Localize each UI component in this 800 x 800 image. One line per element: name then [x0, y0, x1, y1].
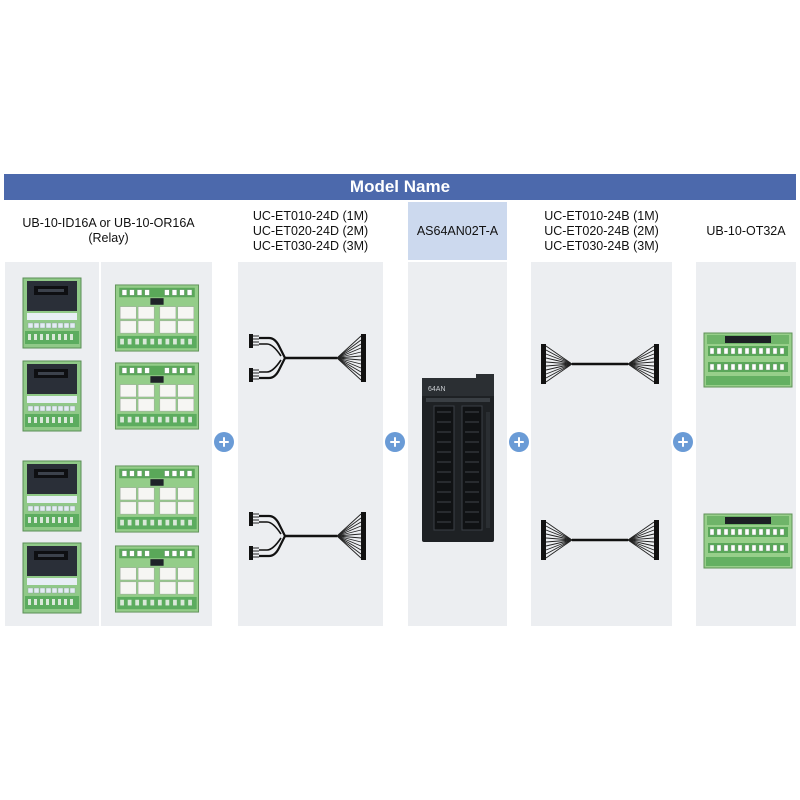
header-line: UC-ET030-24D (3M) — [252, 238, 369, 253]
output-board-icon — [703, 331, 793, 389]
plus-icon — [509, 432, 529, 452]
straight-cable-icon — [538, 518, 662, 562]
header-line: UB-10-OT32A — [706, 223, 786, 238]
panel-24d-cables — [238, 262, 383, 626]
header-line: UC-ET010-24B (1M) — [544, 208, 659, 223]
straight-cable-icon — [538, 342, 662, 386]
column-header-output-board: UB-10-OT32A — [696, 202, 796, 260]
terminal-board-icon — [22, 460, 82, 532]
relay-board-icon — [112, 465, 202, 533]
plc-module-icon: 64AN — [422, 374, 494, 542]
header-line: AS64AN02T-A — [416, 223, 499, 238]
relay-board-icon — [112, 545, 202, 613]
column-header-24d-cables: UC-ET010-24D (1M) UC-ET020-24D (2M) UC-E… — [238, 202, 383, 260]
column-header-terminal-boards: UB-10-ID16A or UB-10-OR16A (Relay) — [5, 202, 212, 260]
panel-output-board — [696, 262, 796, 626]
split-cable-icon — [245, 510, 369, 562]
header-line: (Relay) — [88, 231, 129, 245]
header-line: UB-10-ID16A or UB-10-OR16A — [22, 216, 195, 230]
terminal-board-icon — [22, 277, 82, 349]
split-cable-icon — [245, 332, 369, 384]
banner-title: Model Name — [349, 177, 451, 196]
header-line: UC-ET020-24D (2M) — [252, 223, 369, 238]
plus-icon — [385, 432, 405, 452]
module-label: 64AN — [428, 386, 446, 393]
terminal-board-icon — [22, 542, 82, 614]
column-header-24b-cables: UC-ET010-24B (1M) UC-ET020-24B (2M) UC-E… — [531, 202, 672, 260]
header-line: UC-ET030-24B (3M) — [544, 238, 659, 253]
column-header-module: AS64AN02T-A — [408, 202, 507, 260]
plus-icon — [673, 432, 693, 452]
relay-board-icon — [112, 362, 202, 430]
plus-icon — [214, 432, 234, 452]
output-board-icon — [703, 512, 793, 570]
header-line: UC-ET010-24D (1M) — [252, 208, 369, 223]
header-line: UC-ET020-24B (2M) — [544, 223, 659, 238]
relay-board-icon — [112, 284, 202, 352]
model-name-banner: Model Name — [4, 174, 796, 200]
panel-24b-cables — [531, 262, 672, 626]
terminal-board-icon — [22, 360, 82, 432]
